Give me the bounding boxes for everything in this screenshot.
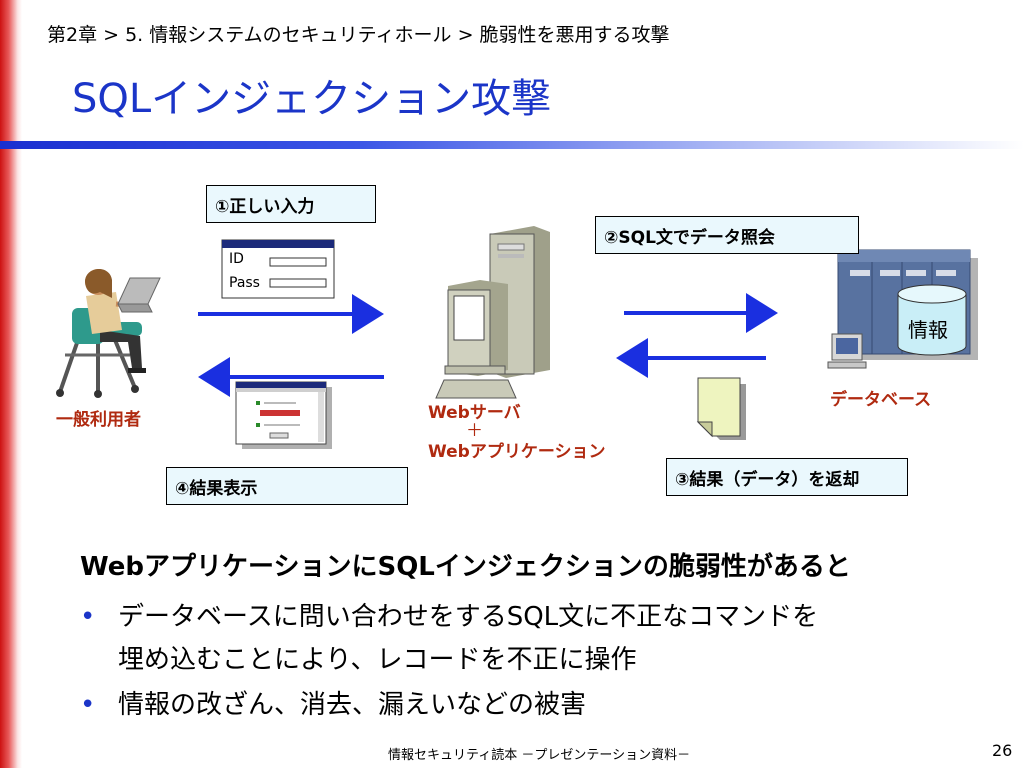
user-figure <box>56 268 161 398</box>
slide-title: SQLインジェクション攻撃 <box>72 76 552 122</box>
server-label-plus: ＋ <box>466 421 483 441</box>
bullet-item-1-line2: 埋め込むことにより、レコードを不正に操作 <box>118 645 637 675</box>
bullet-item-1: • データベースに問い合わせをするSQL文に不正なコマンドを <box>80 596 818 633</box>
result-document-icon <box>696 377 746 440</box>
bullet-marker: • <box>80 690 96 720</box>
body-heading: WebアプリケーションにSQLインジェクションの脆弱性があると <box>80 552 851 582</box>
breadcrumb: 第2章 > 5. 情報システムのセキュリティホール > 脆弱性を悪用する攻撃 <box>47 24 670 46</box>
bullet-text: データベースに問い合わせをするSQL文に不正なコマンドを <box>118 602 819 632</box>
bullet-marker: • <box>80 602 96 632</box>
step3-label: ③結果（データ）を返却 <box>666 458 908 496</box>
server-label-line2: Webアプリケーション <box>428 442 606 462</box>
result-screen-window <box>235 381 332 449</box>
web-server <box>435 226 550 399</box>
database-label: データベース <box>830 390 932 410</box>
login-form-window <box>221 239 335 299</box>
step4-label: ④結果表示 <box>166 467 408 505</box>
step1-label: ①正しい入力 <box>206 185 376 223</box>
footer-text: 情報セキュリティ読本 －プレゼンテーション資料－ <box>388 748 691 763</box>
database-content-label: 情報 <box>908 318 948 342</box>
step2-label: ②SQL文でデータ照会 <box>595 216 859 254</box>
database-server <box>827 249 978 369</box>
form-id-label: ID <box>229 251 244 267</box>
title-underline <box>0 141 1024 149</box>
page-number: 26 <box>992 741 1013 760</box>
user-label: 一般利用者 <box>56 410 141 430</box>
left-accent-bar <box>0 0 22 768</box>
form-pass-label: Pass <box>229 275 260 291</box>
server-label-line1: Webサーバ <box>428 403 521 423</box>
bullet-text: 情報の改ざん、消去、漏えいなどの被害 <box>118 690 587 720</box>
diagram-canvas <box>56 226 978 449</box>
bullet-item-2: • 情報の改ざん、消去、漏えいなどの被害 <box>80 684 586 721</box>
